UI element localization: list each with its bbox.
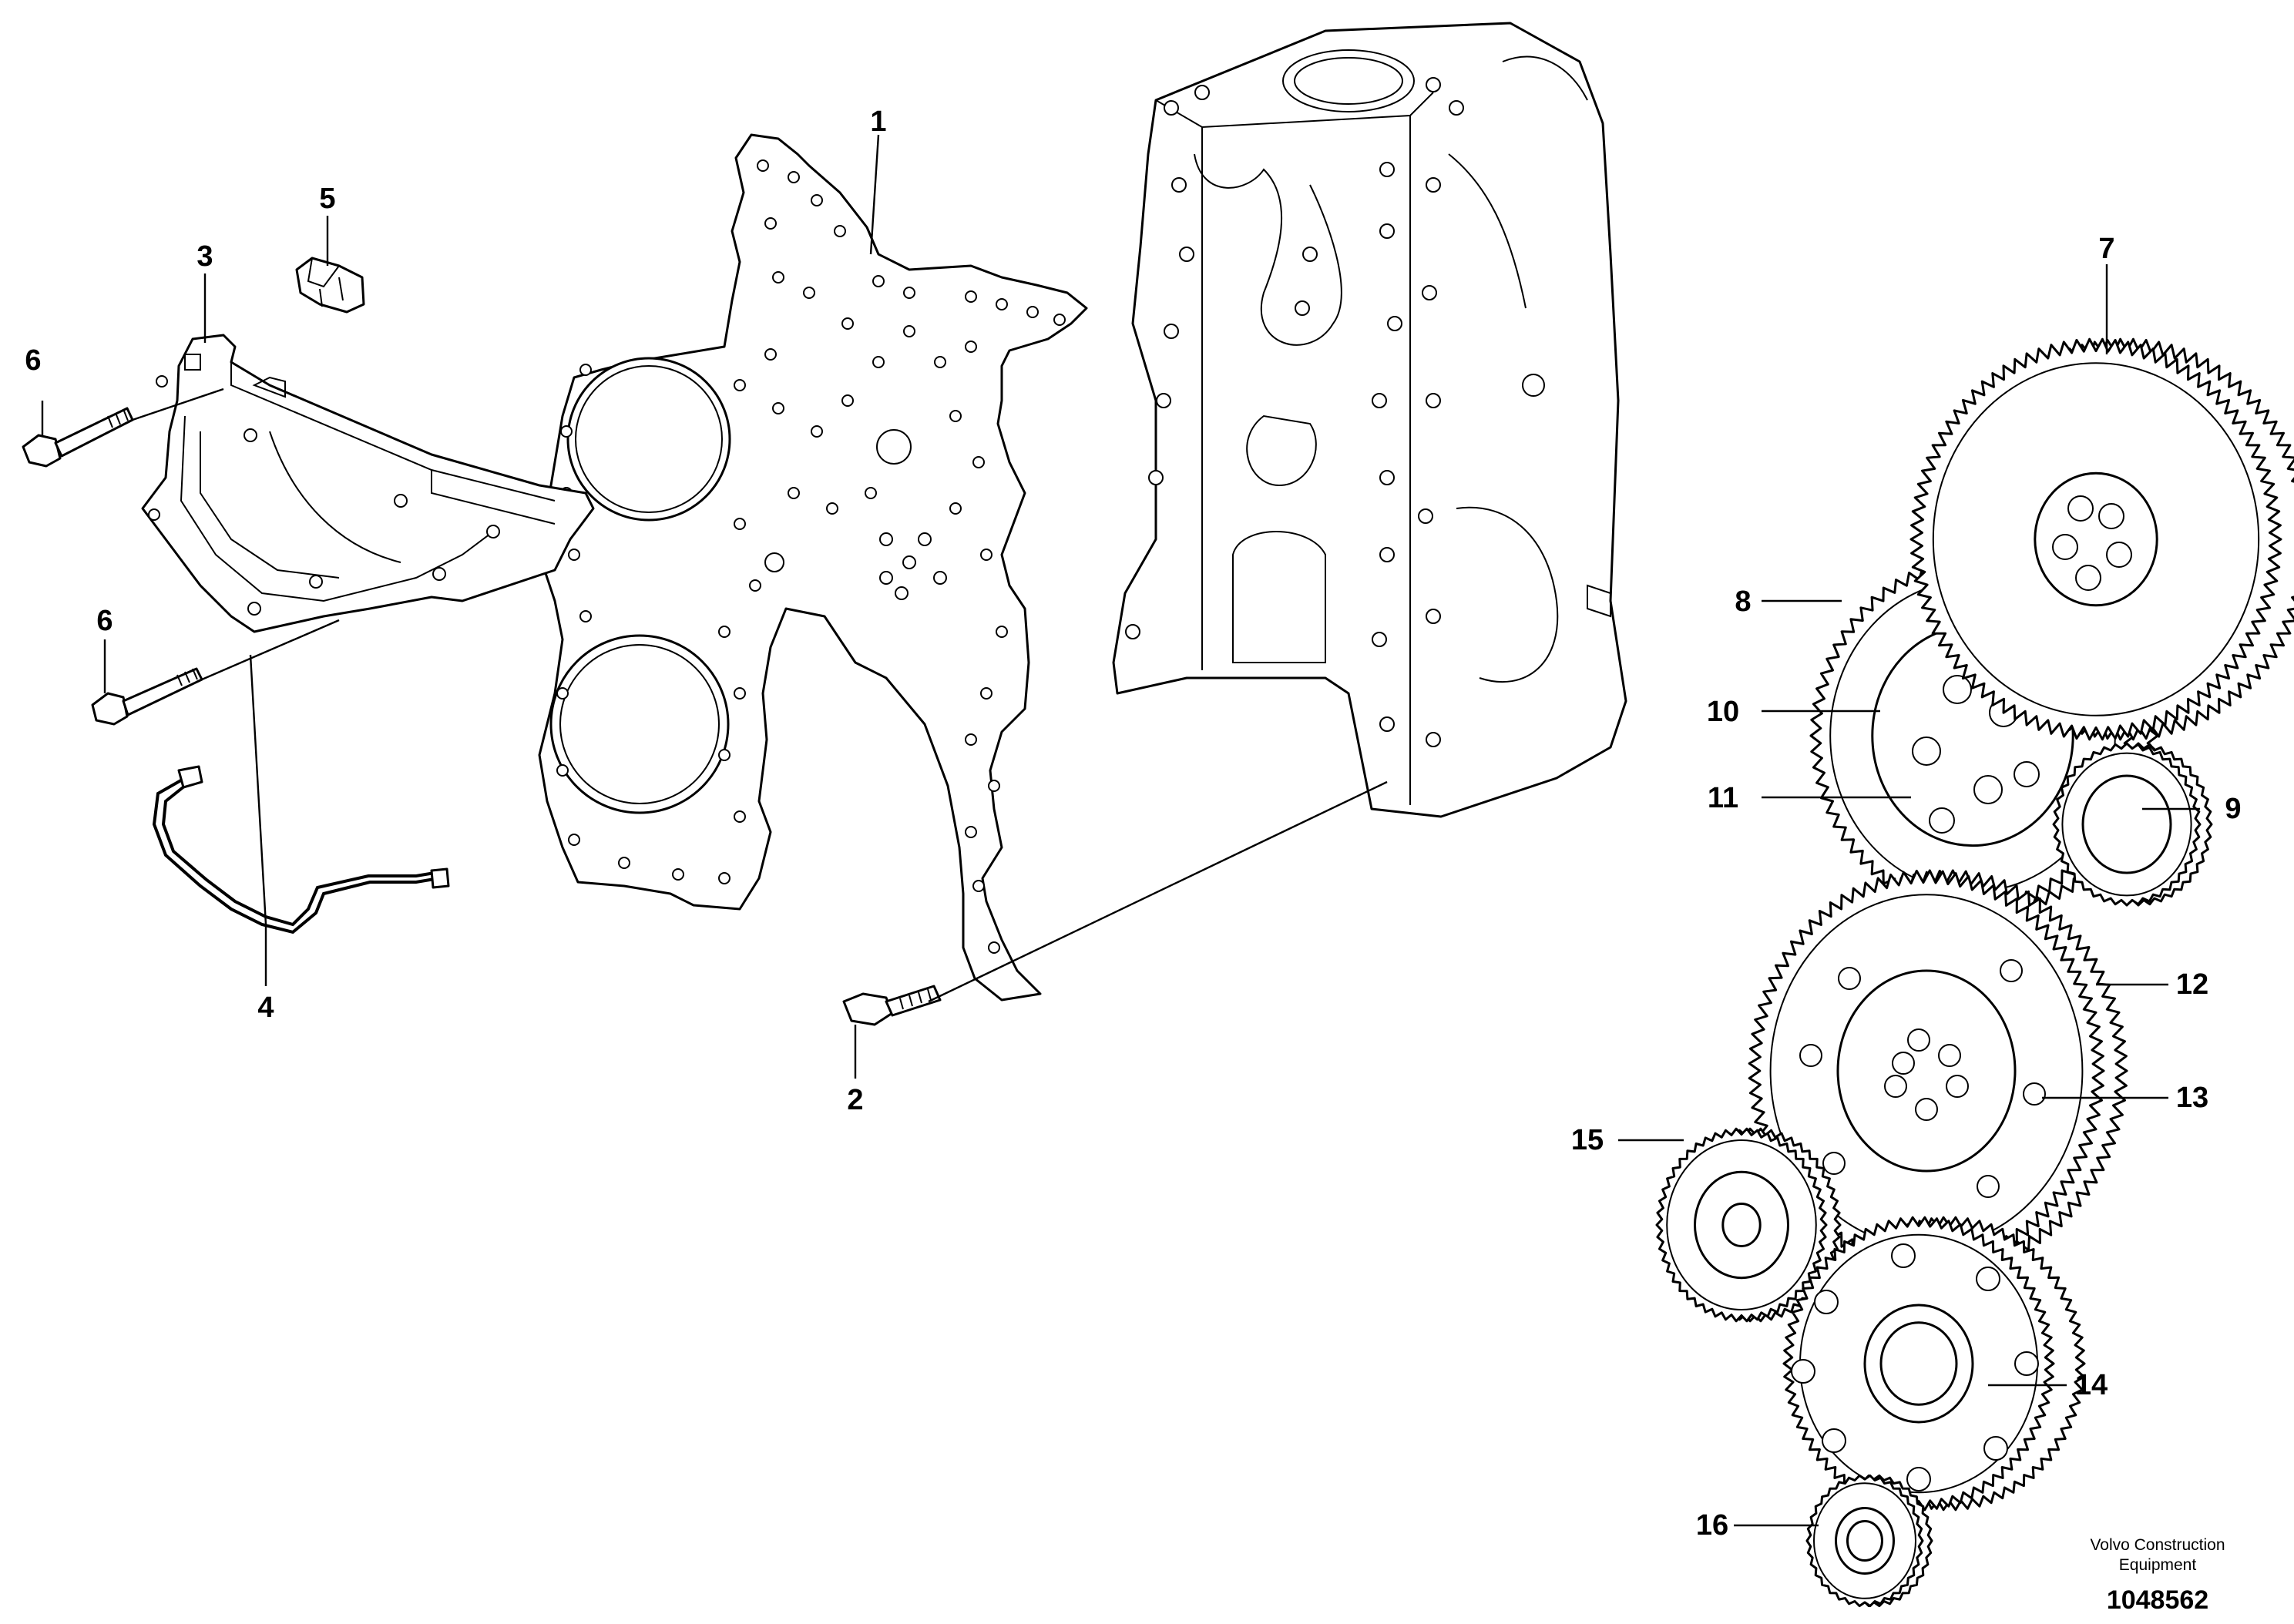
gear-part-14-bolt <box>1814 1290 1839 1314</box>
callout-labels: 1 2 3 4 5 6 6 7 8 9 10 11 12 13 14 15 16 <box>25 106 2241 1542</box>
flywheel-part-7-bolt <box>2052 534 2078 560</box>
leader-lines <box>41 134 2200 1527</box>
gear-part-12-bolt <box>1799 1044 1822 1067</box>
callout-6-lower: 6 <box>96 605 113 637</box>
gear-part-14-bolt <box>1983 1436 2008 1461</box>
callout-8: 8 <box>1735 586 1751 618</box>
gear-part-8-bolt <box>1943 675 1972 704</box>
gear-part-12-bolt <box>1938 1044 1961 1067</box>
gear-part-14-bolt <box>1891 1243 1916 1268</box>
gear-part-12-bolt <box>2000 959 2023 982</box>
flywheel-part-7 <box>1909 337 2294 741</box>
callout-7: 7 <box>2098 233 2114 265</box>
gear-part-8-bolt <box>1912 737 1941 766</box>
gear-part-14-bolt <box>1976 1267 2000 1291</box>
callout-11: 11 <box>1708 782 1738 814</box>
callout-3: 3 <box>196 240 213 273</box>
housing-part-3 <box>141 334 595 633</box>
flywheel-part-7-bolt <box>2106 542 2132 568</box>
bolt-part-2 <box>842 985 942 1026</box>
timing-plate <box>538 133 1088 1002</box>
gear-part-16 <box>1805 1474 1933 1608</box>
gear-part-12-bolt <box>1822 1152 1846 1175</box>
clip-part-5 <box>295 257 365 314</box>
gear-part-14-bolt <box>1822 1428 1846 1453</box>
callout-12: 12 <box>2176 968 2208 1001</box>
callout-16: 16 <box>1696 1509 1728 1542</box>
gear-part-8-bolt <box>1973 775 2003 804</box>
bolt-part-6-lower <box>91 667 203 726</box>
callout-4: 4 <box>257 992 274 1024</box>
callout-10: 10 <box>1707 696 1739 728</box>
seal-part-4 <box>152 765 450 934</box>
engine-block <box>1112 22 1627 818</box>
gear-part-15 <box>1655 1127 1842 1323</box>
gear-part-9 <box>2052 742 2213 907</box>
flywheel-part-7-bolt <box>2067 495 2094 522</box>
flywheel-part-7-bolt <box>2098 503 2124 529</box>
gear-part-12-bolt <box>1892 1052 1915 1075</box>
gear-part-12-bolt <box>1915 1098 1938 1121</box>
callout-5: 5 <box>319 183 335 215</box>
brand-line-1: Volvo Construction <box>2090 1536 2225 1554</box>
gear-part-12-bolt <box>1977 1175 2000 1198</box>
gear-part-12-bolt <box>1838 967 1861 990</box>
gear-part-14-bolt <box>1791 1359 1815 1384</box>
gear-part-14-bolt <box>1906 1467 1931 1491</box>
bolt-part-6-upper <box>22 407 134 468</box>
gear-train <box>1655 337 2294 1608</box>
gear-part-8-bolt <box>1929 807 1955 834</box>
gear-part-12 <box>1748 869 2128 1273</box>
document-number: 1048562 <box>2107 1585 2208 1615</box>
timing-plate-holes <box>556 159 1066 954</box>
engine-block-bolt-holes <box>1125 77 1464 747</box>
gear-part-14 <box>1782 1216 2086 1512</box>
callout-15: 15 <box>1571 1124 1604 1156</box>
callout-6-upper: 6 <box>25 344 41 377</box>
callout-14: 14 <box>2075 1369 2108 1401</box>
gear-part-12-bolt <box>1946 1075 1969 1098</box>
gear-part-14-bolt <box>2014 1351 2039 1376</box>
callout-2: 2 <box>847 1084 863 1116</box>
callout-1: 1 <box>870 106 886 138</box>
callout-9: 9 <box>2225 793 2241 825</box>
flywheel-part-7-bolt <box>2075 565 2101 591</box>
footer: Volvo Construction Equipment 1048562 <box>2090 1536 2225 1615</box>
gear-part-8-bolt <box>2014 761 2040 787</box>
gear-part-12-bolt <box>1884 1075 1907 1098</box>
gear-part-12-bolt <box>1907 1028 1930 1052</box>
gear-part-12-bolt <box>2023 1082 2046 1106</box>
brand-line-2: Equipment <box>2119 1556 2197 1574</box>
callout-13: 13 <box>2176 1082 2208 1114</box>
